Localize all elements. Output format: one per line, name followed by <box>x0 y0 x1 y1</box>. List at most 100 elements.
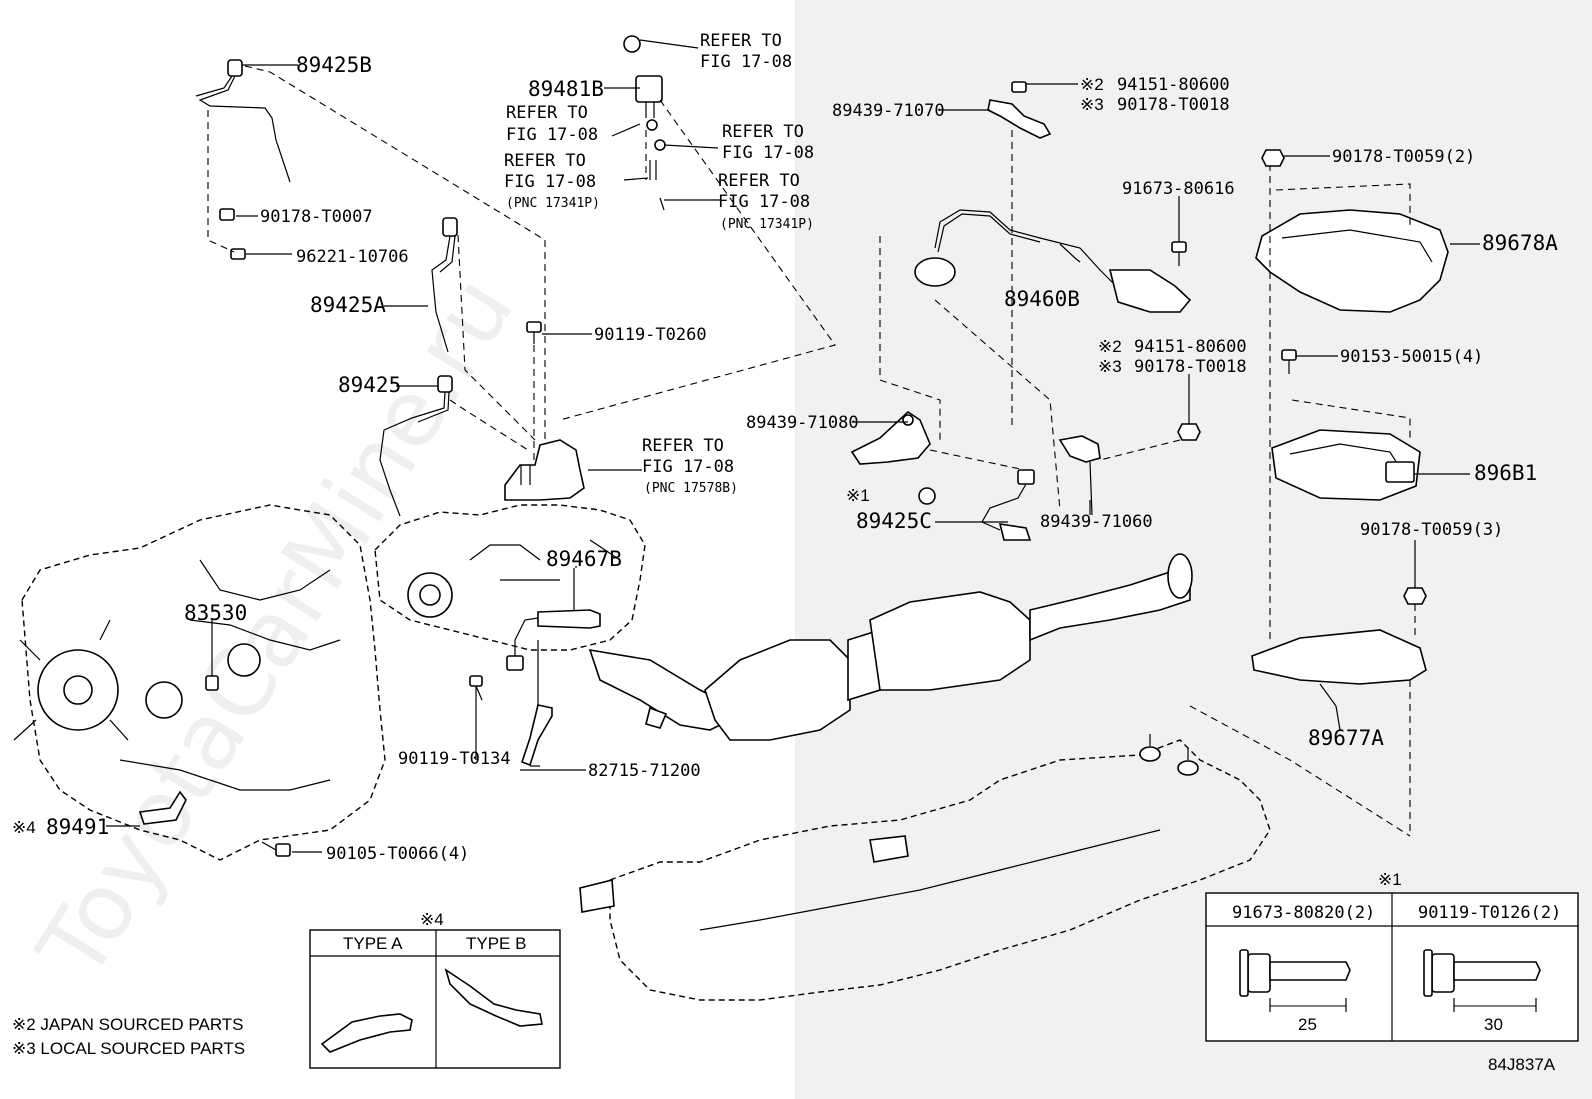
fuel-tank <box>579 705 1411 1001</box>
label-83530: 83530 <box>184 601 247 625</box>
ref-a-line1: REFER TO <box>506 103 588 123</box>
bracket-89439-71060 <box>1058 435 1101 516</box>
bolt-90105-t0066 <box>261 841 291 857</box>
label-91673-80616: 91673-80616 <box>1122 179 1235 199</box>
label-94151-80600-b-mark: ※2 <box>1098 337 1122 356</box>
label-89491-mark: ※4 <box>12 818 36 837</box>
label-90153-50015: 90153-50015(4) <box>1340 347 1483 367</box>
ref-d-line2: FIG 17-08 <box>718 192 810 212</box>
label-89425c: 89425C <box>856 509 932 533</box>
ref-c-line1: REFER TO <box>722 122 804 142</box>
label-90178-t0018-a-mark: ※3 <box>1080 95 1104 114</box>
label-89491: 89491 <box>46 815 109 839</box>
cover-89678a <box>1255 164 1449 640</box>
label-89677a: 89677A <box>1308 726 1384 750</box>
label-90178-t0018-b-mark: ※3 <box>1098 357 1122 376</box>
label-89425b: 89425B <box>296 53 372 77</box>
bolt1-length: 25 <box>1298 1015 1317 1034</box>
bolt-90119-t0260 <box>526 321 542 470</box>
clips-90178-96221 <box>207 110 292 260</box>
label-90178-t0059-2: 90178-T0059(2) <box>1332 147 1475 167</box>
label-90178-t0059-3: 90178-T0059(3) <box>1360 520 1503 540</box>
ref-d-line1: REFER TO <box>718 171 800 191</box>
label-89467b: 89467B <box>546 547 622 571</box>
engine-block <box>13 504 386 861</box>
bolt-col1-header: 91673-80820(2) <box>1232 903 1375 923</box>
label-89425: 89425 <box>338 373 401 397</box>
type-a-part <box>320 1013 413 1053</box>
label-mark-1: ※1 <box>846 486 870 505</box>
bracket-89677a <box>1251 629 1427 836</box>
bracket-89481b <box>559 35 836 421</box>
label-89481b: 89481B <box>528 77 604 101</box>
exhaust-pipe <box>588 553 1193 741</box>
nut-90178-t0059-top <box>1261 149 1285 167</box>
nut-90178-t0059-lower <box>1403 540 1427 640</box>
bolt-col2-header: 90119-T0126(2) <box>1418 903 1561 923</box>
ref-b-pnc: (PNC 17341P) <box>506 196 600 211</box>
label-82715-71200: 82715-71200 <box>588 761 701 781</box>
ref-top-line1: REFER TO <box>700 31 782 51</box>
label-90178-t0018-b: 90178-T0018 <box>1134 357 1247 377</box>
bolt-table: ※1 91673-80820(2) 90119-T0126(2) 25 <box>1205 870 1579 1042</box>
label-94151-80600-a: 94151-80600 <box>1117 75 1230 95</box>
ref-d-pnc: (PNC 17341P) <box>720 217 814 232</box>
sensor-89425 <box>379 375 529 517</box>
type-box: ※4 TYPE A TYPE B <box>309 910 561 1069</box>
ecu-896b1 <box>1271 399 1421 501</box>
type-b-label: TYPE B <box>466 934 526 953</box>
label-896b1: 896B1 <box>1474 461 1537 485</box>
ref-top-line2: FIG 17-08 <box>700 52 792 72</box>
leader-lines <box>106 39 1480 853</box>
type-box-mark: ※4 <box>420 910 444 929</box>
label-96221-10706: 96221-10706 <box>296 247 409 267</box>
bracket-89439-71070 <box>987 81 1052 430</box>
refer-labels: REFER TO FIG 17-08 REFER TO FIG 17-08 RE… <box>504 31 814 496</box>
bolt-90119-t0126-drawing: 30 <box>1423 949 1541 1034</box>
label-89439-71060: 89439-71060 <box>1040 512 1153 532</box>
ref-c-line2: FIG 17-08 <box>722 143 814 163</box>
bolt-91673-80616 <box>1171 196 1187 266</box>
sensor-89425b <box>195 59 546 470</box>
bolt2-length: 30 <box>1484 1015 1503 1034</box>
type-b-part <box>444 968 543 1027</box>
label-89439-71070: 89439-71070 <box>832 101 945 121</box>
ref-b-line1: REFER TO <box>504 151 586 171</box>
bracket-17578b <box>504 439 585 501</box>
ref-a-line2: FIG 17-08 <box>506 125 598 145</box>
label-90105-t0066: 90105-T0066(4) <box>326 844 469 864</box>
sensor-89425c <box>918 449 1035 541</box>
bolt-90119-t0134 <box>469 675 483 752</box>
note-japan-sourced: ※2 JAPAN SOURCED PARTS <box>12 1015 244 1034</box>
label-90119-t0260: 90119-T0260 <box>594 325 707 345</box>
label-94151-80600-a-mark: ※2 <box>1080 75 1104 94</box>
ref-b-line2: FIG 17-08 <box>504 172 596 192</box>
sensor-89467b <box>506 568 601 671</box>
label-89460b: 89460B <box>1004 287 1080 311</box>
bolt-90153-50015 <box>1281 349 1297 374</box>
note-local-sourced: ※3 LOCAL SOURCED PARTS <box>12 1039 245 1058</box>
label-89425a: 89425A <box>310 293 386 317</box>
label-90178-t0007: 90178-T0007 <box>260 207 373 227</box>
ref-e-pnc: (PNC 17578B) <box>644 481 738 496</box>
label-89678a: 89678A <box>1482 231 1558 255</box>
label-90119-t0134: 90119-T0134 <box>398 749 511 769</box>
sensor-89460b <box>914 209 1192 511</box>
exhaust-manifold <box>374 504 646 651</box>
sensor-89425a <box>431 217 536 441</box>
bolt-table-mark: ※1 <box>1378 870 1402 889</box>
watermark: ToyotaCarMine.ru <box>17 258 534 997</box>
ref-e-line2: FIG 17-08 <box>642 457 734 477</box>
ref-e-line1: REFER TO <box>642 436 724 456</box>
part-labels: 89425B 89481B 90178-T0007 96221-10706 89… <box>12 53 1558 864</box>
label-94151-80600-b: 94151-80600 <box>1134 337 1247 357</box>
label-89439-71080: 89439-71080 <box>746 413 859 433</box>
bracket-89439-71080 <box>850 236 941 465</box>
type-a-label: TYPE A <box>343 934 403 953</box>
label-90178-t0018-a: 90178-T0018 <box>1117 95 1230 115</box>
bracket-82715-71200 <box>520 640 553 767</box>
figure-code: 84J837A <box>1488 1055 1556 1074</box>
bolt-91673-80820-drawing: 25 <box>1239 949 1351 1034</box>
